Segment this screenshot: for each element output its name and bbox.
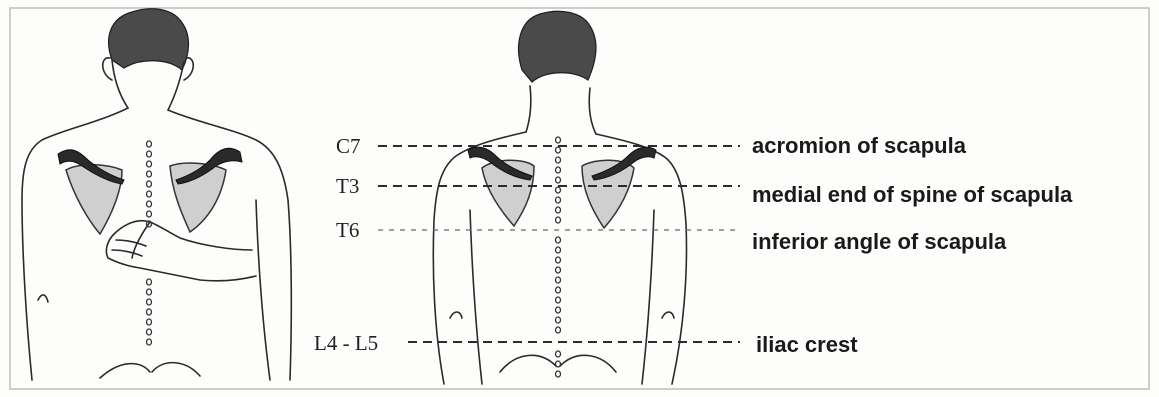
hand-finger-1	[116, 240, 146, 246]
right-arm-inner	[256, 200, 270, 380]
left-back-figure	[22, 9, 291, 380]
hand-outline	[106, 221, 256, 281]
level-label-t3: T3	[336, 174, 359, 198]
right-fig-neck-left	[526, 86, 531, 132]
left-dimple	[38, 295, 48, 302]
left-buttock-line-b	[152, 363, 200, 376]
left-buttock-line-a	[100, 364, 150, 378]
right-fig-left-arm-inner	[470, 210, 482, 384]
left-scapula	[66, 165, 122, 234]
level-label-t6: T6	[336, 218, 359, 242]
left-iliac-curve	[500, 355, 556, 372]
right-fig-right-elbow-mark	[662, 312, 674, 318]
right-head-hair	[519, 11, 596, 82]
right-iliac-curve	[560, 355, 616, 372]
landmark-labels: acromion of scapula medial end of spine …	[752, 133, 1073, 357]
right-back-figure	[433, 11, 686, 384]
left-vertebral-column	[147, 141, 152, 345]
left-head-hair	[109, 9, 189, 70]
hand-finger-2	[112, 250, 142, 256]
right-fig-neck-right	[589, 88, 596, 134]
left-torso-outline	[22, 108, 128, 380]
level-labels: C7 T3 T6 L4 - L5	[314, 134, 378, 355]
landmark-label-iliac-crest: iliac crest	[756, 332, 858, 357]
landmark-label-spine-medial-end: medial end of spine of scapula	[752, 182, 1073, 207]
right-fig-left-elbow-mark	[450, 312, 462, 318]
landmark-label-inferior-angle: inferior angle of scapula	[752, 229, 1007, 254]
level-label-l4-l5: L4 - L5	[314, 331, 378, 355]
landmark-label-acromion: acromion of scapula	[752, 133, 967, 158]
left-ear	[103, 58, 112, 80]
level-label-c7: C7	[336, 134, 361, 158]
right-fig-right-arm-inner	[642, 210, 654, 384]
